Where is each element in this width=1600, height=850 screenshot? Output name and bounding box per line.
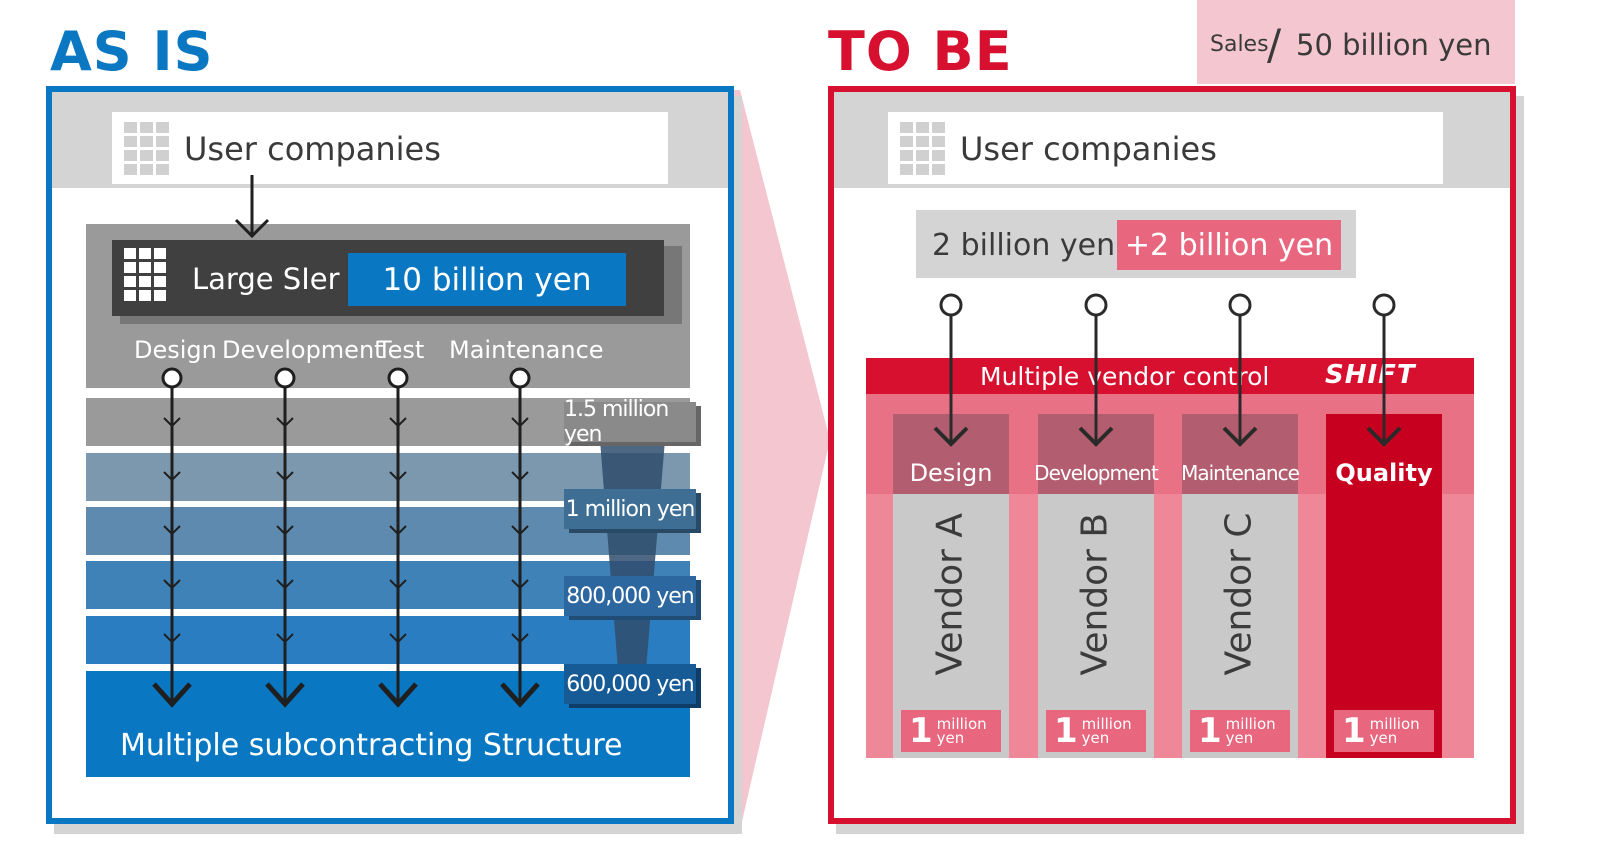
vendor-control-bar <box>866 358 1474 394</box>
function-development-text: Development <box>1034 461 1159 485</box>
tier-amount-2: 1 million yen <box>565 496 696 522</box>
as-is-user-box <box>112 112 668 184</box>
badge-line2: yen <box>1369 729 1398 747</box>
as-is-arrows <box>152 175 540 708</box>
badge-line2: yen <box>936 729 965 747</box>
as-is-heading: AS IS <box>50 20 214 83</box>
function-design-text: Design <box>909 459 993 487</box>
added-amount-box: +2 billion yen <box>1117 220 1341 270</box>
sales-amount: 50 billion yen <box>1296 28 1491 62</box>
tier-amount-3-box: 800,000 yen <box>564 576 696 616</box>
sier-amount: 10 billion yen <box>382 261 592 298</box>
tier-amount-1-box: 1.5 million yen <box>564 397 696 447</box>
as-is-user-companies-label: User companies <box>184 130 441 168</box>
shift-logo: SHIFT <box>1325 360 1416 390</box>
large-building-icon <box>124 248 166 301</box>
building-icon <box>900 122 945 175</box>
vendor-control-label: Multiple vendor control <box>980 362 1270 391</box>
task-label-development: Development <box>222 336 384 364</box>
tier-5 <box>86 616 690 664</box>
badge-number: 1 <box>909 711 933 751</box>
badge-line1: million <box>1369 715 1420 733</box>
vendor-name-a: Vendor A <box>929 512 971 676</box>
connector-wedge <box>730 90 830 830</box>
tier-amount-4-box: 600,000 yen <box>564 664 696 704</box>
badge-number: 1 <box>1342 711 1366 751</box>
large-sier-label: Large SIer <box>192 262 340 296</box>
tier-amount-1: 1.5 million yen <box>564 397 669 447</box>
badge-number: 1 <box>1198 711 1222 751</box>
to-be-arrows <box>933 293 1402 447</box>
to-be-user-box <box>888 112 1443 184</box>
vendor-name-b: Vendor B <box>1074 512 1116 676</box>
badge-number: 1 <box>1054 711 1078 751</box>
sales-slash: / <box>1267 20 1282 69</box>
sier-amount-box: 10 billion yen <box>348 253 626 306</box>
badge-line1: million <box>1225 715 1276 733</box>
task-label-design: Design <box>134 336 217 364</box>
function-development: Development <box>1030 456 1162 490</box>
function-maintenance-text: Maintenance <box>1181 461 1300 485</box>
badge-line1: million <box>936 715 987 733</box>
function-maintenance: Maintenance <box>1174 456 1306 490</box>
vendor-name-c: Vendor C <box>1218 512 1260 676</box>
badge-line1: million <box>1081 715 1132 733</box>
badge-line2: yen <box>1225 729 1254 747</box>
function-quality-text: Quality <box>1335 459 1433 487</box>
badge-line2: yen <box>1081 729 1110 747</box>
to-be-user-companies-label: User companies <box>960 130 1217 168</box>
added-amount: +2 billion yen <box>1124 227 1334 263</box>
function-quality: Quality <box>1326 456 1442 490</box>
base-amount: 2 billion yen <box>932 228 1116 263</box>
tier-amount-2-box: 1 million yen <box>564 489 696 529</box>
sales-box <box>1197 0 1515 84</box>
sales-amount-text: 50 billion yen <box>1296 28 1492 62</box>
function-design: Design <box>893 456 1009 490</box>
task-label-maintenance: Maintenance <box>449 336 604 364</box>
sales-label: Sales <box>1210 32 1269 57</box>
building-icon <box>124 122 169 175</box>
to-be-heading: TO BE <box>828 20 1013 83</box>
structure-label: Multiple subcontracting Structure <box>120 728 623 763</box>
task-label-test: Test <box>377 336 425 364</box>
tier-amount-3: 800,000 yen <box>566 583 694 609</box>
tier-amount-4: 600,000 yen <box>566 671 694 697</box>
